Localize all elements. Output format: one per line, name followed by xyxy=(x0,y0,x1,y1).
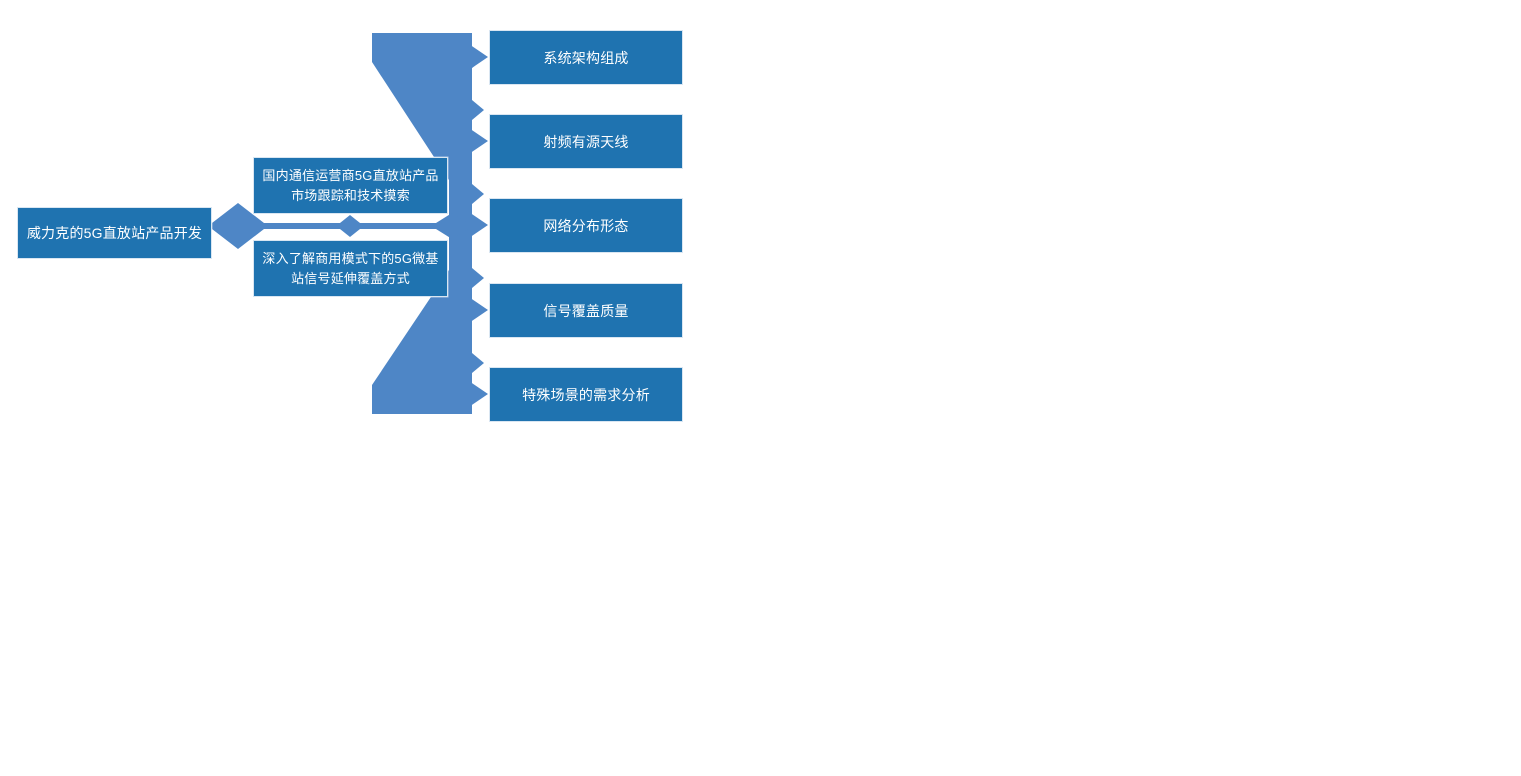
node-middle-0-label: 国内通信运营商5G直放站产品市场跟踪和技术摸索 xyxy=(262,167,439,203)
chevron-arrow-leaf-1 xyxy=(463,124,488,158)
node-leaf-0-label: 系统架构组成 xyxy=(543,49,629,66)
node-root-label: 威力克的5G直放站产品开发 xyxy=(26,225,203,241)
node-middle-1[interactable]: 深入了解商用模式下的5G微基站信号延伸覆盖方式 xyxy=(253,240,448,297)
node-leaf-1[interactable]: 射频有源天线 xyxy=(489,114,683,169)
node-leaf-3[interactable]: 信号覆盖质量 xyxy=(489,283,683,338)
chevron-arrow-leaf-4 xyxy=(463,377,488,411)
node-middle-0[interactable]: 国内通信运营商5G直放站产品市场跟踪和技术摸索 xyxy=(253,157,448,214)
funnel-shape xyxy=(372,33,462,414)
node-leaf-2-label: 网络分布形态 xyxy=(543,217,629,234)
chevron-arrow-leaf-2 xyxy=(463,208,488,242)
node-leaf-1-label: 射频有源天线 xyxy=(543,133,629,150)
chevron-arrow-leaf-0 xyxy=(463,40,488,74)
node-middle-1-label: 深入了解商用模式下的5G微基站信号延伸覆盖方式 xyxy=(262,250,439,286)
node-leaf-0[interactable]: 系统架构组成 xyxy=(489,30,683,85)
node-leaf-3-label: 信号覆盖质量 xyxy=(543,302,629,319)
node-leaf-4[interactable]: 特殊场景的需求分析 xyxy=(489,367,683,422)
diamond-bar-connector xyxy=(212,203,468,249)
node-leaf-4-label: 特殊场景的需求分析 xyxy=(522,386,650,403)
node-root[interactable]: 威力克的5G直放站产品开发 xyxy=(17,207,212,259)
chevron-arrow-leaf-3 xyxy=(463,293,488,327)
node-leaf-2[interactable]: 网络分布形态 xyxy=(489,198,683,253)
